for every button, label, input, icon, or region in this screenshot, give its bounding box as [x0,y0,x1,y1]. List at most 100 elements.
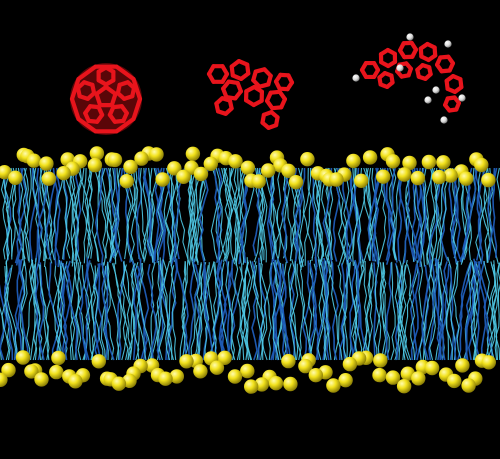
lipid-tail [74,167,85,265]
lipid-tail [453,263,462,361]
lipid-tail [462,167,479,259]
lipid-tail [234,167,245,266]
bond [245,62,251,76]
lipid-tail [471,263,479,361]
lipid-tail [218,167,227,259]
lipid-tail [22,167,28,266]
lipid-tail [63,260,73,361]
lipid-tail [436,167,451,267]
lipid-tail [299,259,314,361]
hydrogen-atom [444,40,452,48]
lipid-tail [468,261,478,361]
lipid-tail [199,167,210,262]
hydrogen-atom [440,116,448,124]
lipid-tail [237,266,244,361]
bond [233,89,243,101]
headgroup-sphere [455,358,470,373]
lipid-tail [190,264,199,361]
lipid-tail [137,262,143,361]
lipid-tail [83,167,93,264]
headgroup-sphere [68,374,83,389]
lipid-tail [165,257,178,361]
lipid-tail [225,268,239,361]
headgroup-sphere [396,379,412,394]
lipid-tail [101,264,115,361]
headgroup-sphere [424,360,440,376]
headgroup-sphere [89,146,105,161]
lipid-tail [321,261,331,361]
hydrogen-atom [396,64,404,72]
lipid-tail [289,259,299,361]
bond [216,109,228,116]
lipid-tail [483,260,498,361]
lipid-tail [422,261,433,361]
lipid-tail [325,261,333,361]
lipid-tail [136,263,147,361]
headgroup-sphere [134,151,149,166]
bond [69,76,81,102]
lipid-tail [425,167,436,261]
lipid-tail [193,262,207,361]
lipid-tail [270,167,281,265]
lipid-tail [492,264,499,361]
lipid-tail [353,261,363,361]
bond [445,86,458,95]
lipid-tail [317,259,324,361]
lipid-tail [187,167,198,261]
lipid-tail [319,259,328,361]
lipid-tail [19,261,28,361]
lipid-tail [171,167,180,262]
lipid-tail [39,264,50,361]
headgroup-sphere [354,173,369,188]
lipid-tail [65,263,78,361]
headgroup-sphere [481,355,496,370]
lipid-tail [240,260,250,361]
lipid-tail [204,262,210,361]
lipid-tail [378,167,387,261]
lipid-tail [51,167,65,261]
lipid-tail [374,261,382,361]
lipid-tail [203,261,217,361]
lipid-tail [298,168,312,270]
lipid-tail [122,260,132,361]
headgroup-sphere [217,350,232,365]
lipid-tail [81,264,95,361]
headgroup-sphere [193,166,209,182]
headgroup-sphere [228,154,243,169]
lipid-tail [435,167,443,266]
lipid-tail [241,263,253,361]
lipid-tail [282,167,290,259]
bond [76,116,98,134]
bond [76,64,98,82]
headgroup-sphere [268,376,284,391]
lipid-tail [337,265,348,361]
lipid-tail [477,261,493,361]
lipid-tail [230,257,239,361]
lipid-tail [142,167,153,257]
lipid-tail [163,260,175,361]
lipid-tail [62,167,72,260]
headgroup-sphere [185,146,201,161]
headgroup-sphere [411,371,426,386]
upper-leaflet-tails [0,167,500,270]
headgroup-sphere [49,364,64,380]
lipid-tail [391,167,397,259]
lipid-tail [4,260,11,361]
headgroup-sphere [169,369,184,384]
headgroup-sphere [87,157,103,173]
lipid-tail [287,263,303,361]
lipid-tail [55,261,68,361]
lipid-tail [213,263,222,361]
lipid-tail [83,167,92,259]
lipid-tail [187,167,196,260]
bond [371,60,381,73]
headgroup-sphere [300,152,315,167]
lipid-tail [188,258,195,361]
headgroup-sphere [193,364,208,379]
headgroup-sphere [281,163,296,178]
lipid-tail [486,262,500,361]
lipid-tail [260,264,272,361]
lipid-tail [410,263,420,361]
lipid-tail [269,167,277,260]
